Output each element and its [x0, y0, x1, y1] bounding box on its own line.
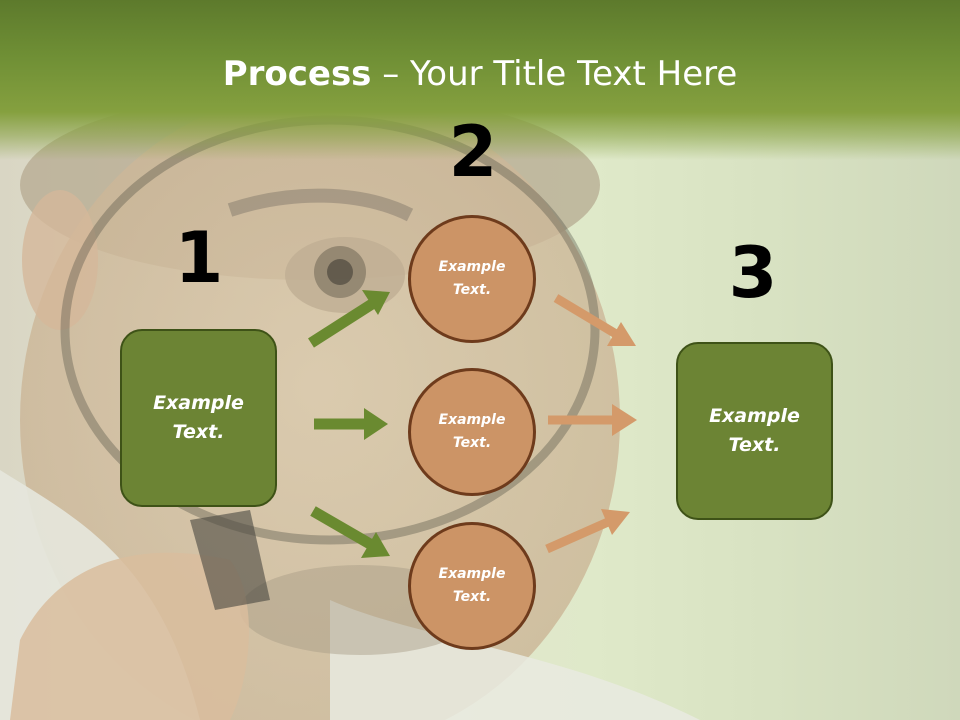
circle-bottom-label: Example Text.	[438, 566, 506, 605]
arrow-2a-to-3	[553, 294, 636, 346]
arrow-2b-to-3	[548, 404, 637, 436]
step-3-box-label: Example Text.	[709, 405, 800, 456]
step-1-number: 1	[174, 217, 224, 299]
arrow-1-to-2b	[314, 408, 388, 440]
title-bar	[0, 0, 960, 160]
step-1-box: Example Text.	[120, 329, 277, 507]
step-3-number: 3	[728, 232, 778, 314]
step-2-circle-bottom: Example Text.	[408, 522, 536, 650]
circle-middle-label: Example Text.	[438, 412, 506, 451]
step-2-number: 2	[448, 111, 498, 193]
arrow-1-to-2c	[310, 506, 390, 558]
circle-top-label: Example Text.	[438, 259, 506, 298]
title-bold: Process	[222, 54, 372, 94]
arrow-2c-to-3	[545, 509, 630, 554]
slide-title: Process – Your Title Text Here	[0, 52, 960, 96]
step-2-circle-top: Example Text.	[408, 215, 536, 343]
step-1-box-label: Example Text.	[153, 392, 244, 443]
step-3-box: Example Text.	[676, 342, 833, 520]
step-2-circle-middle: Example Text.	[408, 368, 536, 496]
title-rest: – Your Title Text Here	[371, 54, 738, 94]
arrow-1-to-2a	[308, 290, 390, 348]
